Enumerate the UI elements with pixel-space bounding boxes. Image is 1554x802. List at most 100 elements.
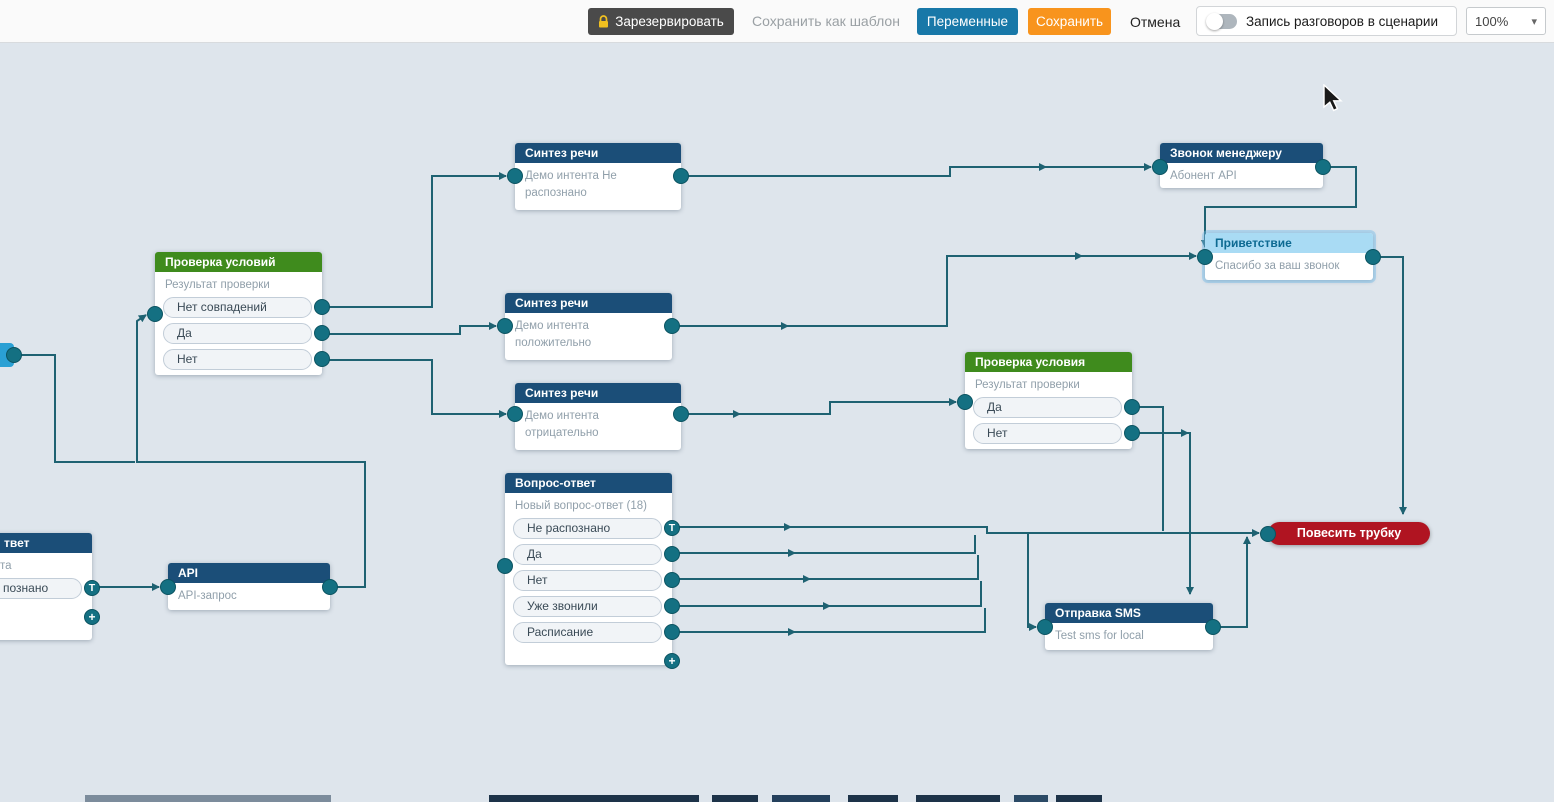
connection-line[interactable] xyxy=(322,322,497,335)
bottom-strip-segment xyxy=(772,795,830,802)
input-port[interactable] xyxy=(497,558,513,574)
input-port[interactable] xyxy=(147,306,163,322)
connection-line[interactable] xyxy=(791,526,1260,537)
record-calls-toggle[interactable] xyxy=(1206,12,1237,30)
input-port[interactable] xyxy=(1197,249,1213,265)
node-hangup[interactable]: Повесить трубку xyxy=(1268,522,1430,545)
connection-line[interactable] xyxy=(1027,533,1037,631)
answer-row[interactable]: Да xyxy=(513,544,662,565)
connection-line[interactable] xyxy=(1201,166,1357,248)
node-subtitle: Новый вопрос-ответ (18) xyxy=(515,500,647,512)
connection-line[interactable] xyxy=(795,535,976,554)
connection-line[interactable] xyxy=(322,172,507,308)
connection-line[interactable] xyxy=(322,359,507,418)
output-port[interactable] xyxy=(1205,619,1221,635)
node-subtitle: отрицательно xyxy=(525,427,599,439)
output-port[interactable] xyxy=(673,406,689,422)
t-port[interactable]: T xyxy=(664,520,680,536)
connection-line[interactable] xyxy=(13,354,135,463)
bottom-strip-segment xyxy=(712,795,758,802)
connection-line[interactable] xyxy=(740,398,957,415)
row-output-port[interactable] xyxy=(1124,425,1140,441)
node-subtitle: распознано xyxy=(525,187,587,199)
answer-row[interactable]: Не распознано xyxy=(513,518,662,539)
connection-line[interactable] xyxy=(795,608,986,633)
t-port[interactable]: T xyxy=(84,580,100,596)
row-output-port[interactable] xyxy=(664,598,680,614)
row-output-port[interactable] xyxy=(314,299,330,315)
node-subtitle: Демо интента Не xyxy=(525,170,617,182)
input-port[interactable] xyxy=(507,168,523,184)
output-port[interactable] xyxy=(1365,249,1381,265)
output-port[interactable] xyxy=(6,347,22,363)
bottom-strip-segment xyxy=(85,795,331,802)
reserve-button[interactable]: Зарезервировать xyxy=(588,8,734,35)
connection-line[interactable] xyxy=(1213,536,1251,628)
row-output-port[interactable] xyxy=(664,624,680,640)
answer-row[interactable]: Да xyxy=(163,323,312,344)
node-title: Приветствие xyxy=(1205,233,1373,253)
node-subtitle: Демо интента xyxy=(515,320,589,332)
row-output-port[interactable] xyxy=(664,572,680,588)
connection-line[interactable] xyxy=(1132,406,1164,531)
row-output-port[interactable] xyxy=(314,351,330,367)
answer-row[interactable]: Нет xyxy=(163,349,312,370)
connection-line[interactable] xyxy=(681,163,1047,177)
bottom-strip-segment xyxy=(848,795,898,802)
answer-row[interactable]: Расписание xyxy=(513,622,662,643)
connection-line[interactable] xyxy=(1373,256,1407,515)
variables-button[interactable]: Переменные xyxy=(917,8,1018,35)
connection-line[interactable] xyxy=(136,314,366,588)
output-port[interactable] xyxy=(664,318,680,334)
save-button[interactable]: Сохранить xyxy=(1028,8,1111,35)
input-port[interactable] xyxy=(160,579,176,595)
node-title: Проверка условия xyxy=(965,352,1132,372)
row-output-port[interactable] xyxy=(314,325,330,341)
answer-row[interactable]: Нет совпадений xyxy=(163,297,312,318)
row-output-port[interactable] xyxy=(1124,399,1140,415)
connection-line[interactable] xyxy=(788,252,1083,327)
node-title: Вопрос-ответ xyxy=(505,473,672,493)
zoom-select[interactable]: 100% ▾ xyxy=(1466,7,1546,35)
save-as-template-button[interactable]: Сохранить как шаблон xyxy=(752,13,900,29)
toolbar: Зарезервировать Сохранить как шаблон Пер… xyxy=(0,0,1554,43)
cancel-button[interactable]: Отмена xyxy=(1124,8,1184,35)
connection-line[interactable] xyxy=(830,581,982,607)
connection-line[interactable] xyxy=(810,555,979,580)
node-title: Синтез речи xyxy=(505,293,672,313)
answer-row[interactable]: познано xyxy=(0,578,82,599)
answer-row[interactable]: Да xyxy=(973,397,1122,418)
input-port[interactable] xyxy=(1152,159,1168,175)
answer-row[interactable]: Уже звонили xyxy=(513,596,662,617)
add-row-button[interactable]: + xyxy=(84,609,100,625)
input-port[interactable] xyxy=(1037,619,1053,635)
bottom-strip-segment xyxy=(489,795,699,802)
record-calls-toggle-group[interactable]: Запись разговоров в сценарии xyxy=(1196,6,1457,36)
input-port[interactable] xyxy=(497,318,513,334)
connection-line[interactable] xyxy=(1186,432,1194,595)
output-port[interactable] xyxy=(673,168,689,184)
node-title: API xyxy=(168,563,330,583)
input-port[interactable] xyxy=(1260,525,1276,542)
input-port[interactable] xyxy=(957,394,973,410)
answer-row[interactable]: Нет xyxy=(513,570,662,591)
answer-row[interactable]: Нет xyxy=(973,423,1122,444)
input-port[interactable] xyxy=(507,406,523,422)
add-row-button[interactable]: + xyxy=(664,653,680,669)
row-output-port[interactable] xyxy=(664,546,680,562)
output-port[interactable] xyxy=(1315,159,1331,175)
node-title: Синтез речи xyxy=(515,143,681,163)
output-port[interactable] xyxy=(322,579,338,595)
